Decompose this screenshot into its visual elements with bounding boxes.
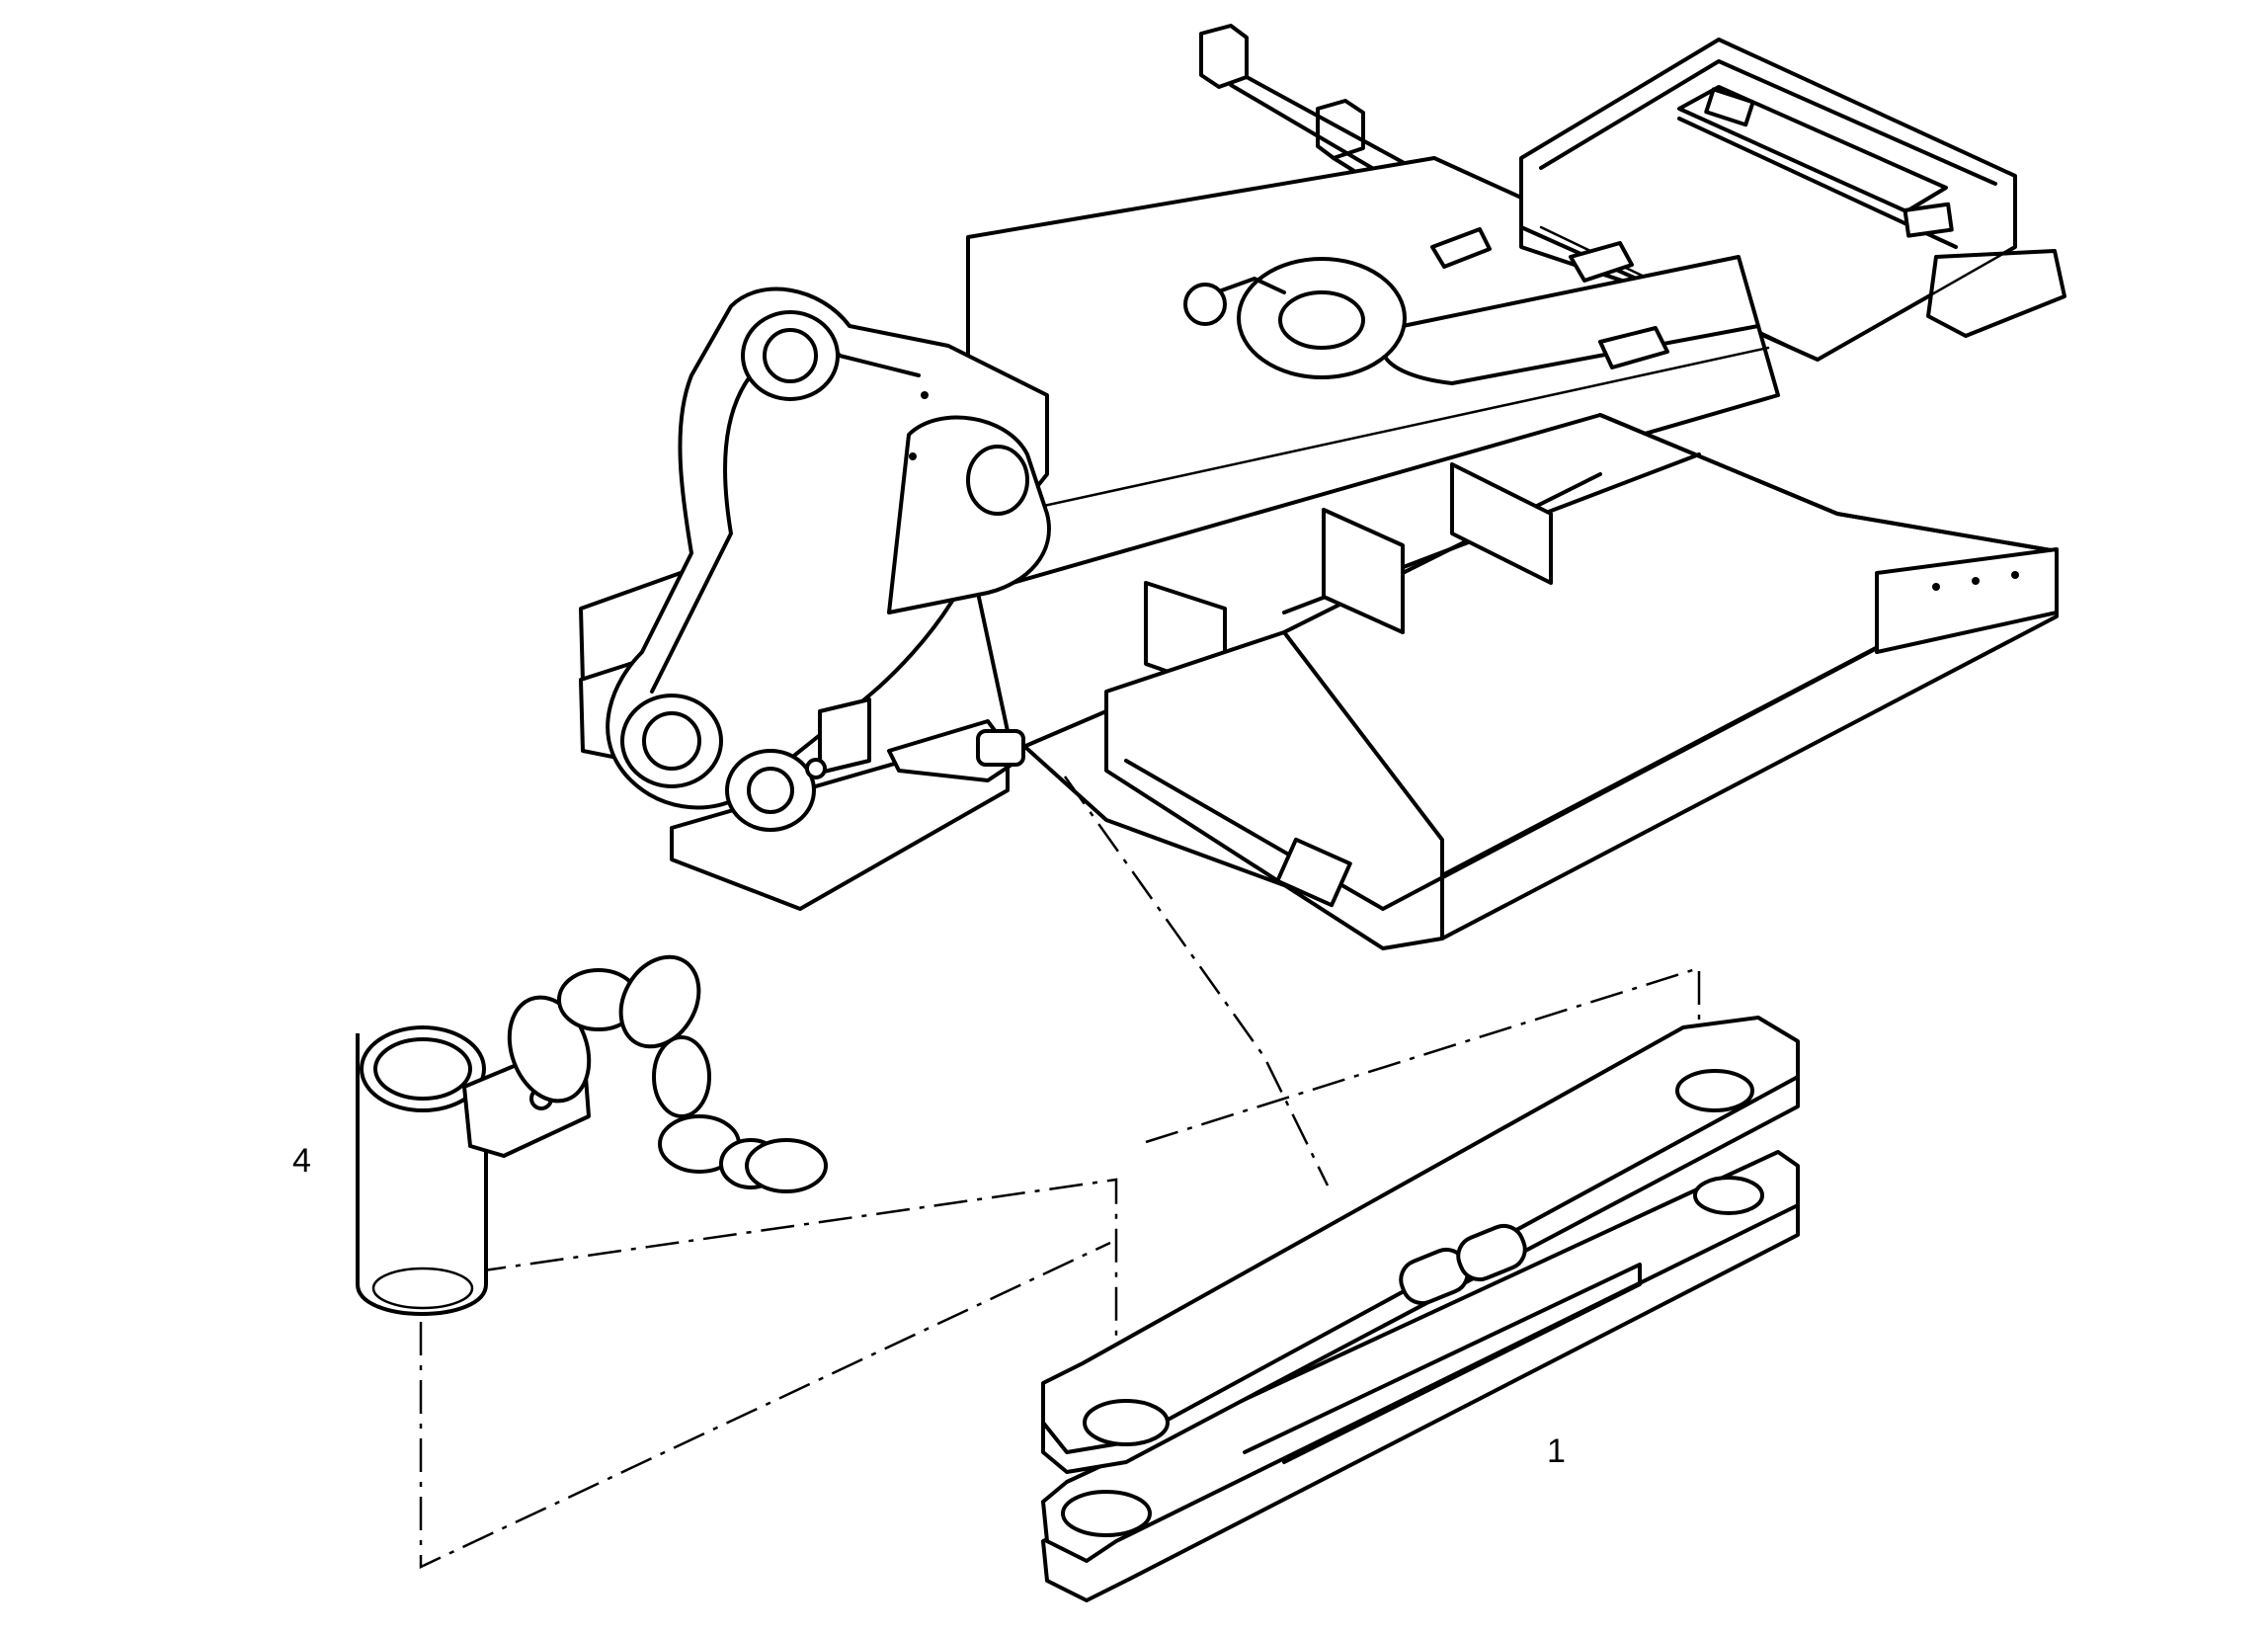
link-bottom-hole-line — [414, 1178, 1118, 1383]
callout-part-4: 4 — [292, 1142, 311, 1180]
front-coupler — [887, 709, 1108, 782]
drawbar-link — [1041, 1016, 1800, 1602]
machine-frame — [579, 24, 2066, 950]
callout-part-1: 1 — [1547, 1432, 1566, 1470]
pivot-arms — [579, 286, 1051, 911]
frame-to-link-line — [1063, 776, 1330, 1186]
main-beam — [966, 156, 1780, 614]
hitch-pin-with-chain — [356, 954, 828, 1316]
pin-to-link-line — [419, 1241, 1111, 1569]
lower-frame — [976, 413, 2059, 950]
upper-frame-rails — [1519, 38, 2066, 362]
